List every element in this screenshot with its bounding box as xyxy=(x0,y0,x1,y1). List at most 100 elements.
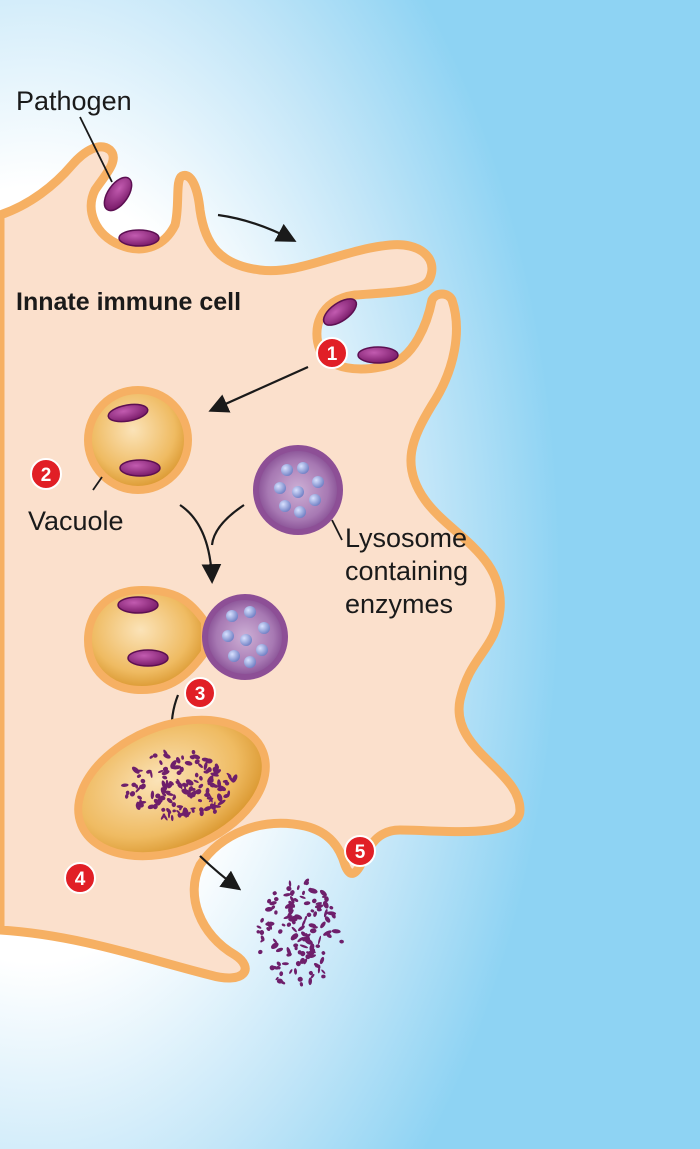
debris-fragment xyxy=(175,780,179,785)
debris-fragment xyxy=(172,809,176,813)
debris-fragment xyxy=(281,923,286,927)
debris-fragment xyxy=(323,908,328,918)
debris-fragment xyxy=(190,787,196,791)
debris-fragment xyxy=(209,803,216,810)
debris-fragment xyxy=(209,794,213,803)
debris-fragment xyxy=(317,935,322,945)
debris-fragment xyxy=(295,961,301,967)
debris-fragment xyxy=(135,786,141,793)
debris-fragment xyxy=(140,783,146,790)
debris-fragment xyxy=(170,765,181,770)
debris-fragment xyxy=(212,809,217,814)
debris-fragment xyxy=(155,793,161,799)
debris-fragment xyxy=(276,961,281,967)
debris-fragment xyxy=(312,898,317,904)
debris-fragment xyxy=(256,930,261,934)
debris-fragment xyxy=(310,951,314,958)
arrow-merge-right xyxy=(210,504,245,546)
debris-fragment xyxy=(166,798,173,804)
debris-fragment xyxy=(199,775,203,781)
debris-fragment xyxy=(301,931,307,937)
debris-fragment xyxy=(279,971,284,977)
debris-fragment xyxy=(217,787,224,792)
debris-fragment xyxy=(199,810,204,817)
arrow-merge-left xyxy=(179,504,222,584)
debris-fragment xyxy=(152,803,158,810)
debris-fragment xyxy=(203,761,208,771)
debris-fragment xyxy=(299,944,309,949)
fusion-pathogen-top xyxy=(117,596,159,614)
debris-fragment xyxy=(289,969,293,974)
fusion-enzymes xyxy=(222,606,270,668)
debris-fragment xyxy=(315,944,321,949)
debris-fragment xyxy=(203,770,209,774)
debris-fragment xyxy=(304,880,309,886)
debris-fragment xyxy=(165,779,169,787)
debris-fragment xyxy=(131,782,137,788)
debris-fragment xyxy=(260,917,264,923)
debris-fragment xyxy=(163,790,171,794)
debris-fragment xyxy=(167,782,173,789)
debris-fragment xyxy=(293,968,298,975)
debris-fragment xyxy=(267,898,272,904)
debris-fragment xyxy=(297,976,303,982)
debris-fragment xyxy=(269,901,277,906)
debris-fragment xyxy=(276,978,283,984)
lysosome-enzymes xyxy=(274,462,324,518)
cell-label: Innate immune cell xyxy=(16,288,241,316)
debris-fragment xyxy=(320,921,326,929)
debris-fragment xyxy=(331,929,341,934)
lysosome-label-line3: enzymes xyxy=(345,589,453,619)
debris-fragment xyxy=(187,793,196,798)
debris-fragment xyxy=(283,893,291,897)
debris-fragment xyxy=(191,808,195,813)
lysosome-label-line1: Lysosome xyxy=(345,523,467,553)
debris-fragment xyxy=(157,770,164,773)
lysosome-pointer xyxy=(331,519,343,541)
fusion-vacuole xyxy=(84,586,209,694)
debris-fragment xyxy=(303,901,311,906)
debris-fragment xyxy=(216,793,223,802)
debris-fragment xyxy=(288,917,298,922)
arrow-engulf xyxy=(217,213,297,242)
arrow-to-vacuole xyxy=(208,365,309,413)
debris-fragment xyxy=(207,775,214,783)
vacuole-label: Vacuole xyxy=(28,506,124,536)
debris-fragment xyxy=(270,942,279,950)
debris-fragment xyxy=(198,763,203,768)
debris-fragment xyxy=(166,792,174,796)
debris-fragment xyxy=(162,813,168,821)
debris-fragment xyxy=(317,966,321,974)
svg-text:4: 4 xyxy=(75,869,86,890)
debris-fragment xyxy=(297,925,305,932)
debris-fragment xyxy=(147,804,155,810)
debris-fragment xyxy=(124,794,129,799)
debris-fragment xyxy=(276,965,281,970)
debris-fragment xyxy=(324,896,329,902)
debris-fragment xyxy=(296,885,300,891)
svg-text:1: 1 xyxy=(327,344,338,365)
debris-fragment xyxy=(322,901,329,909)
debris-fragment xyxy=(149,755,154,759)
debris-fragment xyxy=(324,916,331,923)
debris-fragment xyxy=(170,814,174,822)
debris-fragment xyxy=(161,807,166,812)
debris-fragment xyxy=(312,925,318,929)
debris-fragment xyxy=(274,896,279,902)
debris-fragment xyxy=(175,757,181,764)
debris-fragment xyxy=(306,951,312,955)
debris-fragment xyxy=(326,911,337,916)
debris-fragment xyxy=(326,933,332,938)
svg-text:5: 5 xyxy=(355,842,366,863)
debris-fragment xyxy=(319,889,327,897)
debris-fragment xyxy=(288,900,296,908)
debris-fragment xyxy=(190,807,196,810)
debris-fragment xyxy=(177,782,183,789)
debris-fragment xyxy=(176,810,180,814)
arrow-exocytosis xyxy=(199,855,242,891)
pathogen-outside xyxy=(103,176,133,212)
debris-fragment xyxy=(310,973,315,979)
debris-fragment xyxy=(304,938,313,945)
pathogen-in-pocket xyxy=(118,229,160,247)
debris-fragment xyxy=(275,947,284,953)
